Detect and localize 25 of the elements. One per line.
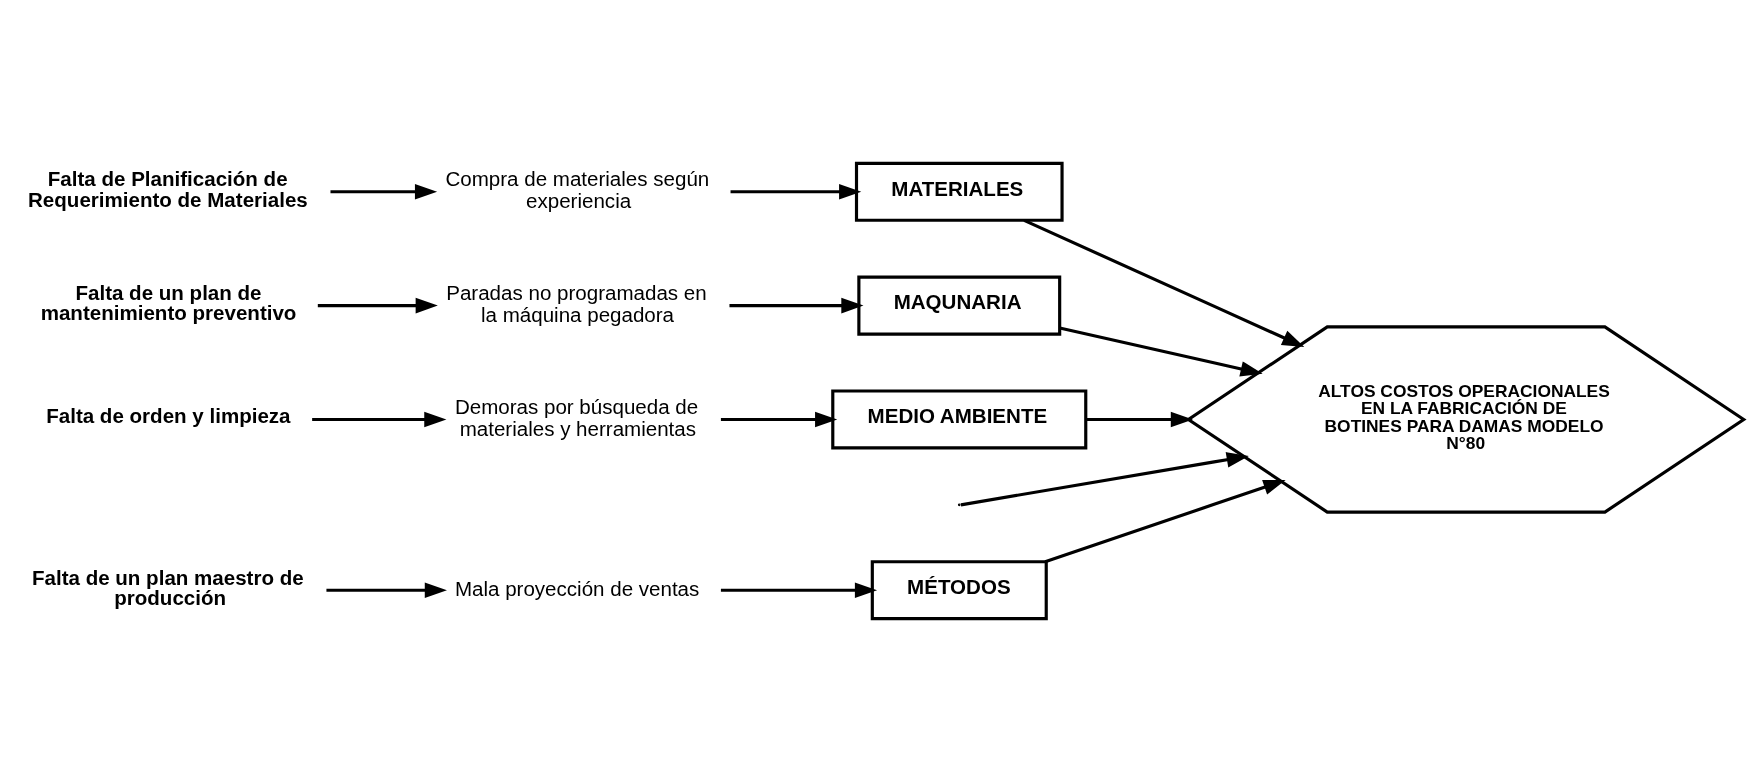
arrow: [729, 297, 864, 313]
arrow: [317, 297, 438, 313]
node-text: Mala proyección de ventas: [454, 576, 700, 600]
node-box: MÉTODOS: [870, 559, 1048, 620]
arrow: [326, 581, 447, 598]
arrow: [730, 183, 862, 200]
arrow: [1086, 411, 1193, 427]
node-text: Paradas no programadas en la máquina pegadora: [446, 280, 707, 326]
arrow: [1059, 325, 1263, 377]
node-box: MAQUNARIA: [857, 275, 1062, 336]
node-text: Falta de Planificación de Requerimiento de Materiales: [28, 166, 308, 211]
node-text: Compra de materiales según experiencia: [445, 166, 710, 212]
arrow: [720, 411, 838, 427]
node-text: Demoras por búsqueda de materiales y herramientas: [454, 394, 699, 440]
node-text: Falta de un plan maestro de producción: [31, 565, 304, 609]
arrow: [720, 581, 878, 598]
arrow: [1044, 479, 1286, 563]
node-text: Falta de un plan de mantenimiento preventivo: [40, 280, 297, 324]
node-box: MATERIALES: [854, 161, 1064, 222]
node-text: Falta de orden y limpieza: [46, 403, 291, 427]
arrow: [312, 411, 447, 427]
arrow: [330, 183, 438, 200]
node-box: MEDIO AMBIENTE: [831, 388, 1088, 449]
arrow: [960, 451, 1249, 506]
arrow: [1023, 218, 1305, 347]
